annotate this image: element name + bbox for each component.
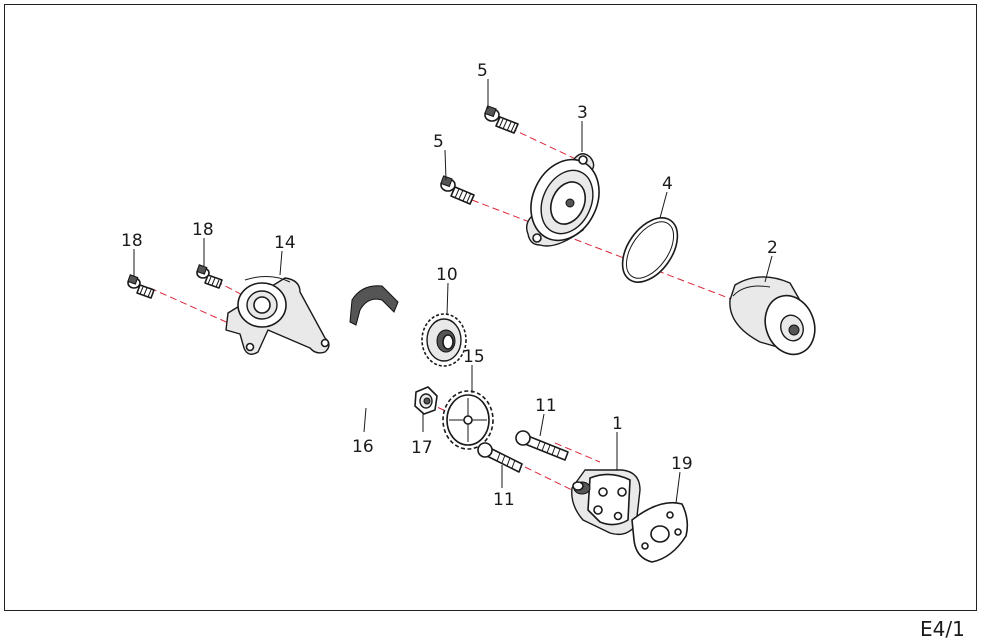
callout-14: 14 bbox=[274, 233, 296, 253]
callout-11-upper: 11 bbox=[535, 396, 557, 416]
sprocket-part-10 bbox=[421, 313, 467, 367]
bolt-part-5-lower bbox=[440, 175, 475, 205]
callout-17: 17 bbox=[411, 438, 433, 458]
flange-nut-part-17 bbox=[414, 386, 438, 415]
callout-11-lower: 11 bbox=[493, 490, 515, 510]
oil-pump-part-1 bbox=[571, 469, 641, 536]
axis-upper-filter bbox=[471, 199, 761, 311]
bolt-part-5-upper bbox=[484, 105, 519, 134]
chain-part-16 bbox=[348, 283, 403, 409]
bolt-part-18-left bbox=[127, 274, 155, 299]
callout-18-right: 18 bbox=[192, 220, 214, 240]
callout-1: 1 bbox=[612, 414, 623, 434]
filter-cover-part-3 bbox=[525, 153, 600, 247]
oil-filter-part-2 bbox=[729, 276, 816, 356]
callout-15: 15 bbox=[463, 347, 485, 367]
callout-16: 16 bbox=[352, 437, 374, 457]
callout-18-left: 18 bbox=[121, 231, 143, 251]
callout-labels: 5 3 5 4 2 18 18 14 10 15 16 17 11 11 1 1… bbox=[121, 61, 778, 510]
callout-5-upper: 5 bbox=[477, 61, 488, 81]
callout-10: 10 bbox=[436, 265, 458, 285]
callout-19: 19 bbox=[671, 454, 693, 474]
pump-sprocket-part-15 bbox=[442, 390, 494, 450]
page-reference: E4/1 bbox=[920, 617, 965, 641]
bolt-part-11-upper bbox=[515, 430, 569, 461]
bolt-part-11-lower bbox=[477, 442, 523, 473]
axis-upper-cover bbox=[509, 127, 583, 163]
callout-leaders bbox=[133, 79, 773, 504]
bolt-part-18-right bbox=[196, 264, 223, 289]
axis-pump-upper bbox=[554, 442, 601, 463]
chain-guide-part-14 bbox=[225, 276, 330, 355]
callout-3: 3 bbox=[577, 103, 588, 123]
diagram-frame bbox=[4, 4, 977, 611]
gasket-part-19 bbox=[631, 501, 689, 563]
o-ring-part-4 bbox=[621, 217, 679, 283]
callout-2: 2 bbox=[767, 238, 778, 258]
callout-4: 4 bbox=[662, 174, 673, 194]
callout-5-lower: 5 bbox=[433, 132, 444, 152]
